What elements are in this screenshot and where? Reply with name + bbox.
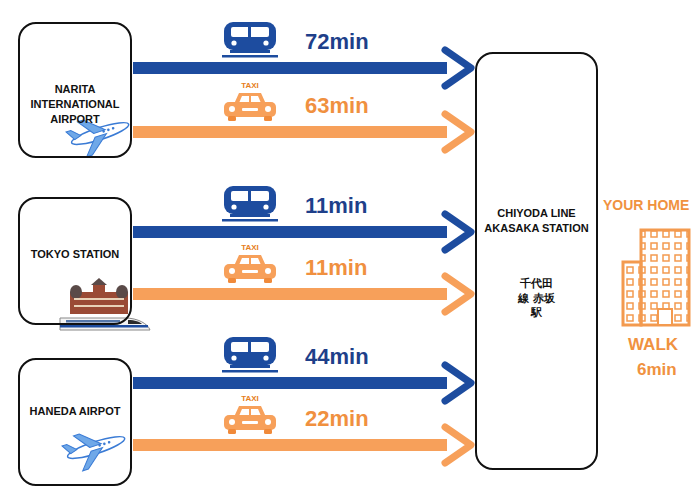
travel-time: 22min — [305, 406, 369, 431]
taxi-icon — [224, 255, 276, 283]
travel-time: 11min — [305, 193, 367, 218]
arrow-shaft — [133, 439, 447, 451]
travel-time: 63min — [305, 93, 369, 118]
taxi-icon — [224, 93, 276, 121]
travel-time: 72min — [305, 29, 369, 54]
node-title: CHIYODA LINE AKASAKA STATION — [477, 206, 596, 236]
travel-time: 11min — [305, 255, 367, 280]
arrow-shaft — [133, 126, 447, 138]
origin-box: HANEDA AIRPOT — [18, 358, 132, 486]
station-building — [70, 278, 128, 314]
airplane-icon — [60, 421, 130, 474]
walk-time: 6min — [637, 360, 677, 380]
train-icon — [222, 337, 278, 373]
route-arrow — [133, 276, 471, 312]
arrow-shaft — [133, 226, 447, 238]
station-box: CHIYODA LINE AKASAKA STATION 千代田線 赤坂駅 — [475, 52, 598, 470]
origin-box: TOKYO STATION — [18, 197, 132, 325]
arrow-head — [445, 365, 471, 401]
walk-label: WALK — [628, 335, 678, 355]
node-title: TOKYO STATION — [20, 247, 130, 262]
arrow-shaft — [133, 288, 447, 300]
train-icon — [222, 22, 278, 58]
taxi-sign: TAXI — [241, 81, 259, 90]
node-subtitle: 千代田線 赤坂駅 — [510, 276, 563, 321]
arrow-head — [445, 214, 471, 250]
route-arrow — [133, 365, 471, 401]
taxi-icon — [224, 406, 276, 434]
arrow-head — [445, 427, 471, 463]
origin-box: NARITA INTERNATIONAL AIRPORT — [18, 22, 132, 158]
route-arrow — [133, 214, 471, 250]
arrow-head — [445, 114, 471, 150]
arrow-head — [445, 50, 471, 86]
destination-title: YOUR HOME — [603, 197, 689, 213]
arrow-shaft — [133, 62, 447, 74]
arrow-head — [445, 276, 471, 312]
taxi-sign: TAXI — [241, 394, 259, 403]
node-title: HANEDA AIRPOT — [20, 404, 130, 419]
home-building — [623, 230, 689, 325]
node-title: NARITA INTERNATIONAL AIRPORT — [20, 82, 130, 127]
arrow-shaft — [133, 377, 447, 389]
train-icon — [222, 186, 278, 222]
route-arrow — [133, 427, 471, 463]
route-arrow — [133, 114, 471, 150]
travel-time: 44min — [305, 344, 369, 369]
taxi-sign: TAXI — [241, 243, 259, 252]
route-arrow — [133, 50, 471, 86]
